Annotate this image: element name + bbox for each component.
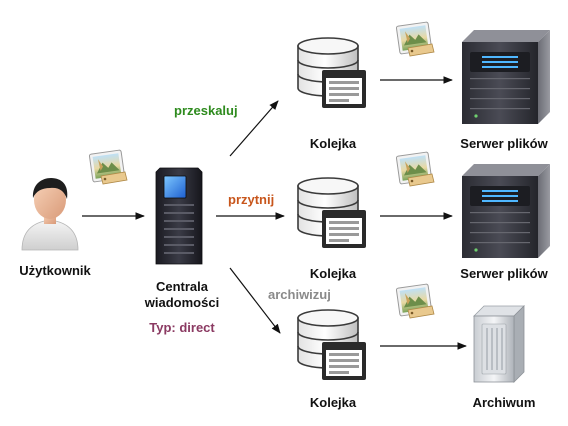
image-message-icon xyxy=(88,149,128,185)
image-message-icon xyxy=(395,21,435,57)
queue-label: Kolejka xyxy=(309,136,357,151)
arrow-exchange-to-queue-3 xyxy=(229,267,281,334)
queue-label: Kolejka xyxy=(309,266,357,281)
user-avatar-icon xyxy=(21,178,79,251)
queue-database-icon xyxy=(297,309,367,381)
exchange-label-line2: wiadomości xyxy=(144,295,220,310)
route-label-przeskaluj: przeskaluj xyxy=(174,103,238,118)
target-label-file-server: Serwer plików xyxy=(460,266,548,281)
image-message-icon xyxy=(395,151,435,187)
arrow-exchange-to-queue-1 xyxy=(229,100,279,157)
file-server-icon xyxy=(462,164,550,258)
target-label-archive: Archiwum xyxy=(472,395,536,410)
image-message-icon xyxy=(395,283,435,319)
exchange-type-label: Typ: direct xyxy=(149,320,215,335)
queue-label: Kolejka xyxy=(309,395,357,410)
queue-database-icon xyxy=(297,37,367,109)
user-label: Użytkownik xyxy=(19,263,91,278)
target-label-file-server: Serwer plików xyxy=(460,136,548,151)
file-server-icon xyxy=(462,30,550,124)
server-rack-icon xyxy=(155,167,203,265)
route-label-archiwizuj: archiwizuj xyxy=(268,287,331,302)
archive-tower-icon xyxy=(473,305,525,383)
exchange-label-line1: Centrala xyxy=(155,279,209,294)
route-label-przytnij: przytnij xyxy=(228,192,275,207)
queue-database-icon xyxy=(297,177,367,249)
